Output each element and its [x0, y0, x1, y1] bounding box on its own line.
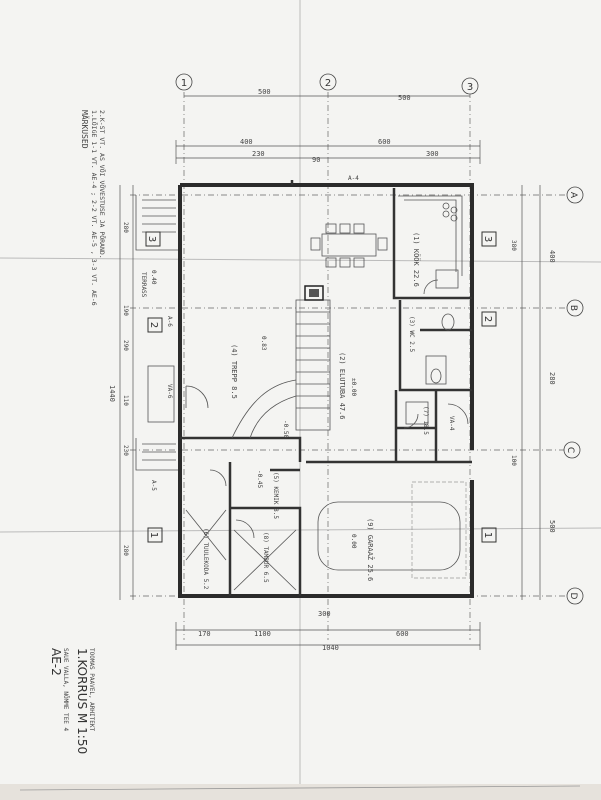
room-label-garage: (9) GARAAŽ 25.6 — [366, 518, 375, 581]
svg-text:1440: 1440 — [108, 385, 116, 402]
svg-text:A: A — [568, 192, 578, 199]
svg-text:400: 400 — [240, 138, 253, 146]
label-a6: A-6 — [166, 316, 173, 327]
svg-text:100: 100 — [510, 455, 517, 466]
axis-bubble-2: 2 — [319, 73, 337, 91]
notes-block: MÄRKUSED 1.LÕIGE 1-1 VT. AE-4 ; 2-2 VT. … — [80, 110, 107, 306]
svg-text:TOOMAS PAAVEL, ARHITEKT: TOOMAS PAAVEL, ARHITEKT — [88, 648, 95, 731]
terrace-steps — [135, 195, 178, 471]
svg-text:600: 600 — [378, 138, 391, 146]
label-va4: VA-4 — [448, 416, 455, 431]
kitchen-counter — [398, 195, 463, 289]
svg-text:D: D — [568, 593, 578, 600]
svg-text:1: 1 — [148, 532, 159, 538]
doors — [185, 279, 469, 539]
svg-text:3: 3 — [467, 82, 473, 93]
svg-text:C: C — [565, 447, 575, 453]
axis-bubble-1: 1 — [175, 73, 193, 91]
svg-text:230: 230 — [122, 445, 129, 456]
level-mark-6: 0.83 — [260, 336, 267, 351]
svg-text:1: 1 — [181, 78, 187, 89]
svg-text:2: 2 — [325, 78, 331, 89]
svg-text:280: 280 — [122, 222, 129, 233]
svg-text:500: 500 — [548, 520, 556, 533]
garage-car-space — [317, 481, 467, 579]
inner-walls — [180, 188, 472, 596]
label-va6: VA-6 — [166, 384, 173, 399]
svg-text:500: 500 — [258, 88, 271, 96]
dimension-lines-left: 1440 280 190 290 110 230 280 — [108, 185, 134, 600]
level-mark-5: 0.40 — [150, 270, 157, 285]
axis-bubble-3: 3 — [461, 77, 479, 95]
axis-bubble-A: A — [566, 186, 584, 204]
section-marker-1-left: 1 — [147, 527, 163, 543]
svg-text:2: 2 — [148, 322, 159, 328]
svg-text:1.LÕIGE 1-1 VT. AE-4 ; 2-2 VT.: 1.LÕIGE 1-1 VT. AE-4 ; 2-2 VT. AE-5 , 3-… — [90, 110, 99, 306]
svg-text:AE-2: AE-2 — [49, 648, 63, 676]
axis-bubble-C: C — [563, 441, 581, 459]
room-label-corridor: (8) TAMBUR 6.5 — [262, 532, 269, 583]
svg-text:1: 1 — [482, 532, 493, 538]
room-label-cloak: (5) KEMIK 8.5 — [272, 472, 279, 519]
dimension-lines-bottom: 170 1100 600 1040 300 — [175, 610, 481, 652]
svg-text:170: 170 — [198, 630, 211, 638]
room-label-kitchen: (1) KÖÖK 22.6 — [412, 232, 421, 287]
storage-hatch — [185, 509, 297, 591]
section-marker-3-left: 3 — [145, 231, 161, 247]
dining-table — [310, 223, 388, 268]
title-block: AE-2 SAUE VALLA, NÕMME TEE 4 1.KORRUS M … — [49, 648, 95, 754]
svg-text:400: 400 — [548, 250, 556, 263]
level-mark-4: -0.45 — [256, 470, 263, 488]
svg-text:190: 190 — [122, 305, 129, 316]
svg-text:1.KORRUS M 1:50: 1.KORRUS M 1:50 — [75, 648, 89, 754]
room-label-living: (2) ELUTUBA 47.6 — [338, 352, 346, 419]
svg-text:2: 2 — [482, 316, 493, 322]
paper-bottom-edge — [0, 784, 601, 800]
svg-text:1040: 1040 — [322, 644, 339, 652]
svg-text:290: 290 — [122, 340, 129, 351]
section-marker-3-right: 3 — [481, 231, 497, 247]
svg-text:110: 110 — [122, 395, 129, 406]
label-terrace: TERRASS — [140, 272, 147, 298]
svg-text:230: 230 — [252, 150, 265, 158]
svg-text:280: 280 — [548, 372, 556, 385]
dimension-lines-right: 400 380 280 500 100 — [510, 185, 556, 600]
label-a4: A-4 — [348, 175, 359, 182]
room-label-storage: (7) 18.5 — [422, 406, 429, 435]
label-a5: A-5 — [150, 480, 157, 491]
room-label-stair: (4) TREPP 8.5 — [230, 344, 238, 399]
svg-text:300: 300 — [426, 150, 439, 158]
fireplace — [304, 285, 324, 301]
level-mark-2: -0.50 — [282, 420, 289, 438]
svg-text:500: 500 — [398, 94, 411, 102]
section-marker-2-left: 2 — [147, 317, 163, 333]
section-marker-1-right: 1 — [481, 527, 497, 543]
svg-text:1100: 1100 — [254, 630, 271, 638]
svg-text:MÄRKUSED: MÄRKUSED — [80, 110, 90, 149]
svg-text:300: 300 — [318, 610, 331, 618]
wc-fixtures — [405, 313, 455, 425]
svg-text:SAUE VALLA, NÕMME TEE 4: SAUE VALLA, NÕMME TEE 4 — [62, 648, 69, 731]
room-label-wc: (3) WC 2.5 — [408, 316, 415, 353]
axis-bubble-B: B — [566, 299, 584, 317]
outer-walls — [178, 180, 474, 598]
axis-bubble-D: D — [566, 587, 584, 605]
svg-text:2.K-ST VT. AS VÕI VÕVESTUSE JA: 2.K-ST VT. AS VÕI VÕVESTUSE JA PÕRAND. — [98, 110, 107, 259]
paper-fold-horizontal-1 — [0, 257, 601, 263]
level-mark-3: 0.00 — [350, 534, 357, 549]
svg-text:B: B — [568, 305, 578, 311]
svg-text:380: 380 — [510, 240, 517, 251]
level-mark-1: ±0.00 — [350, 378, 357, 396]
sheet-border — [19, 785, 581, 791]
dimension-lines-top: 500 500 400 600 230 90 300 — [175, 88, 481, 164]
section-marker-2-right: 2 — [481, 311, 497, 327]
svg-text:600: 600 — [396, 630, 409, 638]
svg-text:3: 3 — [482, 236, 493, 242]
svg-text:90: 90 — [312, 156, 320, 164]
room-label-hall: (6) TUULEKODA 5.2 — [202, 528, 209, 590]
svg-text:280: 280 — [122, 545, 129, 556]
svg-text:3: 3 — [146, 236, 157, 242]
